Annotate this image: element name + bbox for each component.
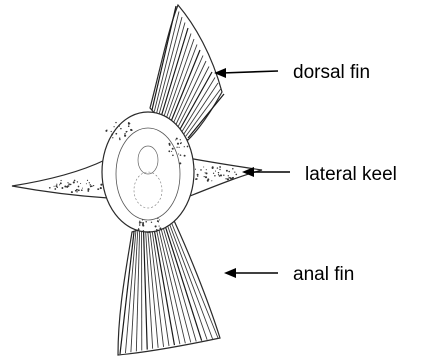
svg-text:dorsal fin: dorsal fin	[293, 62, 370, 83]
label-anal-fin: anal fin	[224, 264, 354, 285]
svg-text:anal fin: anal fin	[293, 264, 354, 285]
svg-text:lateral keel: lateral keel	[305, 164, 397, 185]
label-lateral-keel: lateral keel	[242, 164, 397, 185]
anal-fin	[118, 212, 220, 355]
label-dorsal-fin: dorsal fin	[214, 62, 370, 83]
body-section	[102, 112, 194, 233]
